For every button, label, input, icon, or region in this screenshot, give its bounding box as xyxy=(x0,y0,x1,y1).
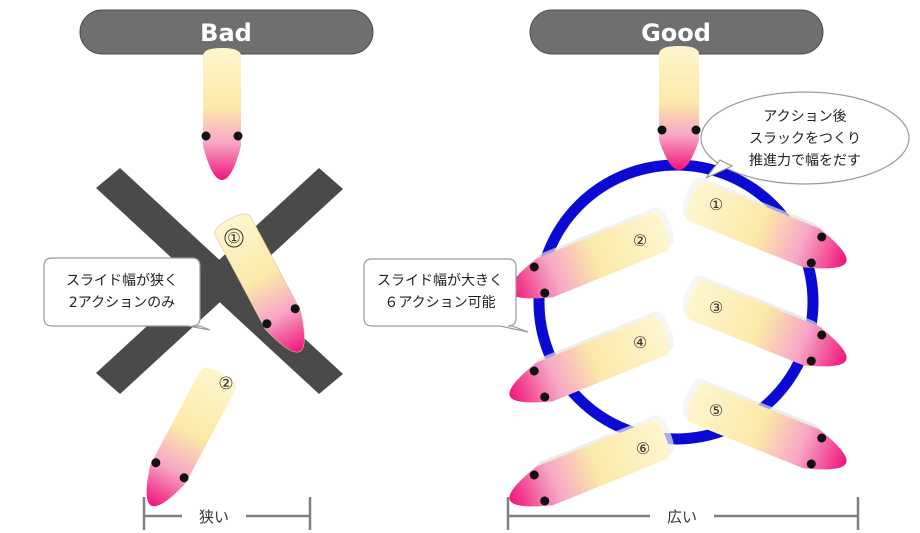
good-lure-4 xyxy=(509,311,675,403)
bad-panel: Bad ① ② xyxy=(43,9,374,530)
marker-label: ① xyxy=(227,229,240,247)
lure-eye xyxy=(806,459,816,469)
lure-eye xyxy=(179,473,189,483)
good-callout-left-line-2: ６アクション可能 xyxy=(384,295,495,311)
bad-callout-line-2: 2アクションのみ xyxy=(69,295,175,311)
good-callout-left-line-1: スライド幅が大きく xyxy=(377,273,503,289)
lure-eye xyxy=(540,496,550,506)
bad-width-label: 狭い xyxy=(199,508,229,526)
lure-eye xyxy=(817,433,827,443)
lure-eye xyxy=(540,392,550,402)
good-marker-2: ② xyxy=(633,231,647,250)
lure-eye xyxy=(806,356,816,366)
lure-eye xyxy=(817,330,827,340)
bad-marker-2: ② xyxy=(218,374,233,394)
bad-title: Bad xyxy=(200,19,252,47)
good-lure-top xyxy=(657,46,701,170)
good-marker-6: ⑥ xyxy=(636,439,650,458)
lure-eye xyxy=(201,131,211,141)
marker-label: ② xyxy=(218,374,233,394)
good-callout-top-line-3: 推進力で幅をだす xyxy=(749,153,861,169)
good-lure-1 xyxy=(681,177,847,269)
good-title: Good xyxy=(641,19,711,47)
lure-eye xyxy=(529,366,539,376)
good-lure-5 xyxy=(681,378,847,470)
lure-eye xyxy=(806,258,816,268)
bad-banner: Bad xyxy=(79,9,374,55)
lure-eye xyxy=(657,125,667,135)
lure-eye xyxy=(691,125,701,135)
bad-width-bracket: 狭い xyxy=(142,497,312,530)
bad-lure-1 xyxy=(214,213,305,353)
lure-eye xyxy=(290,304,300,314)
bad-lure-top xyxy=(201,48,243,180)
good-callout-left: スライド幅が大きく ６アクション可能 xyxy=(363,258,529,333)
lure-eye xyxy=(540,288,550,298)
lure-eye xyxy=(817,232,827,242)
lure-eye xyxy=(233,131,243,141)
lure-eye xyxy=(529,470,539,480)
lure-eye xyxy=(529,262,539,272)
lure-eye xyxy=(151,458,161,468)
good-lure-2 xyxy=(509,207,675,299)
good-marker-4: ④ xyxy=(633,333,647,352)
bad-marker-1: ① xyxy=(224,228,244,248)
good-panel: Good xyxy=(363,9,910,530)
bad-callout-line-1: スライド幅が狭く xyxy=(66,273,178,289)
good-callout-top: アクション後 スラックをつくり 推進力で幅をだす xyxy=(700,91,910,185)
good-markers: ① ② ③ ④ ⑤ ⑥ xyxy=(633,195,723,458)
good-lure-6 xyxy=(509,415,675,507)
bad-lure-2 xyxy=(146,367,237,507)
good-marker-1: ① xyxy=(709,195,723,214)
bad-callout: スライド幅が狭く 2アクションのみ xyxy=(43,257,211,331)
good-width-bracket: 広い xyxy=(506,497,860,530)
good-marker-3: ③ xyxy=(709,298,723,317)
good-lure-3 xyxy=(681,275,847,367)
good-callout-top-line-1: アクション後 xyxy=(763,109,846,125)
lure-eye xyxy=(262,319,272,329)
good-width-label: 広い xyxy=(667,508,697,526)
good-marker-5: ⑤ xyxy=(709,401,723,420)
good-callout-top-line-2: スラックをつくり xyxy=(749,131,861,147)
